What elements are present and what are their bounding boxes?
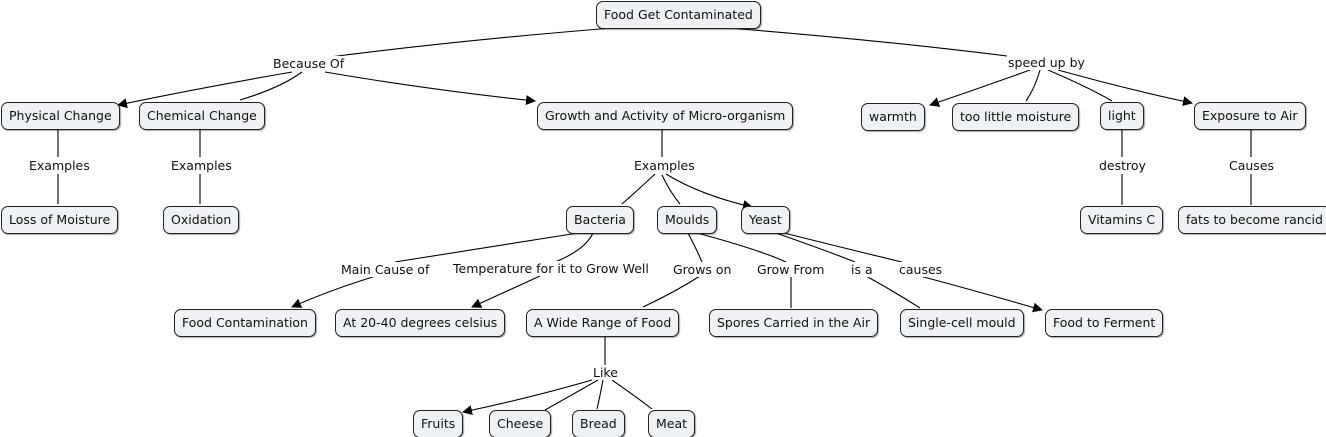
link-label-temperature: Temperature for it to Grow Well	[452, 261, 650, 276]
concept-physical-change[interactable]: Physical Change	[1, 102, 120, 130]
concept-food-to-ferment[interactable]: Food to Ferment	[1045, 309, 1164, 337]
concept-cheese[interactable]: Cheese	[489, 410, 552, 437]
concept-loss-of-moisture[interactable]: Loss of Moisture	[1, 206, 119, 234]
concept-exposure-to-air[interactable]: Exposure to Air	[1194, 102, 1306, 130]
concept-bread[interactable]: Bread	[572, 410, 625, 437]
link-label-like: Like	[592, 365, 619, 380]
link-speed-air	[1057, 69, 1193, 107]
link-label-grows-on: Grows on	[672, 262, 733, 277]
link-isa-singlecell	[865, 275, 921, 309]
concept-too-little-moisture[interactable]: too little moisture	[952, 103, 1080, 131]
link-yeast-isa	[775, 232, 856, 263]
concept-bacteria[interactable]: Bacteria	[566, 206, 634, 234]
link-because-physical	[117, 71, 293, 109]
link-causes-ferment	[919, 275, 1043, 313]
link-label-causes-air: Causes	[1228, 158, 1276, 173]
concept-warmth[interactable]: warmth	[861, 103, 925, 131]
link-examples-bacteria	[621, 173, 656, 205]
concept-yeast[interactable]: Yeast	[741, 206, 790, 234]
link-label-main-cause-of: Main Cause of	[340, 262, 431, 277]
link-examples-moulds	[661, 174, 681, 205]
link-root-because-of	[321, 26, 626, 59]
link-growson-widerange	[642, 275, 701, 308]
link-like-fruits	[462, 379, 593, 416]
link-like-cheese	[544, 379, 599, 411]
concept-fruits[interactable]: Fruits	[413, 410, 464, 437]
link-examples-yeast	[665, 173, 753, 210]
link-label-because-of: Because Of	[272, 56, 346, 71]
link-label-grow-from: Grow From	[756, 262, 826, 277]
link-because-growth	[324, 71, 536, 106]
concept-vitamins-c[interactable]: Vitamins C	[1080, 206, 1164, 234]
link-label-examples-physical: Examples	[28, 158, 91, 173]
concept-single-cell-mould[interactable]: Single-cell mould	[900, 309, 1024, 337]
link-bacteria-maincause	[394, 232, 579, 263]
concept-spores[interactable]: Spores Carried in the Air	[709, 309, 879, 337]
link-bacteria-temperature	[554, 232, 594, 263]
link-like-bread	[596, 379, 604, 410]
link-speed-warmth	[929, 69, 1031, 107]
concept-oxidation[interactable]: Oxidation	[163, 206, 240, 234]
link-label-examples-chemical: Examples	[170, 158, 233, 173]
concept-food-get-contaminated[interactable]: Food Get Contaminated	[596, 1, 761, 29]
link-root-speed-up	[727, 27, 1016, 58]
link-label-speed-up-by: speed up by	[1007, 55, 1086, 70]
link-maincause-foodcontam	[291, 275, 377, 308]
concept-moulds[interactable]: Moulds	[657, 206, 718, 234]
concept-chemical-change[interactable]: Chemical Change	[139, 102, 265, 130]
link-label-is-a: is a	[850, 262, 874, 277]
concept-food-contamination[interactable]: Food Contamination	[174, 309, 316, 337]
link-temperature-20-40	[471, 275, 541, 308]
link-label-examples-micro: Examples	[633, 158, 696, 173]
concept-light[interactable]: light	[1100, 102, 1144, 130]
concept-meat[interactable]: Meat	[648, 410, 696, 437]
link-speed-light	[1047, 69, 1113, 102]
link-moulds-growfrom	[696, 232, 787, 263]
concept-wide-range-food[interactable]: A Wide Range of Food	[526, 309, 680, 337]
concept-temp-20-40[interactable]: At 20-40 degrees celsius	[335, 309, 506, 337]
link-like-meat	[611, 379, 653, 410]
concept-growth-activity[interactable]: Growth and Activity of Micro-organism	[537, 102, 794, 130]
link-speed-moisture	[1025, 69, 1041, 102]
link-because-chemical	[239, 71, 303, 101]
link-label-causes-yeast: causes	[898, 262, 944, 277]
link-moulds-growson	[687, 232, 703, 263]
link-yeast-causes	[779, 231, 903, 263]
link-label-destroy: destroy	[1098, 158, 1147, 173]
concept-fats-rancid[interactable]: fats to become rancid	[1178, 206, 1326, 234]
